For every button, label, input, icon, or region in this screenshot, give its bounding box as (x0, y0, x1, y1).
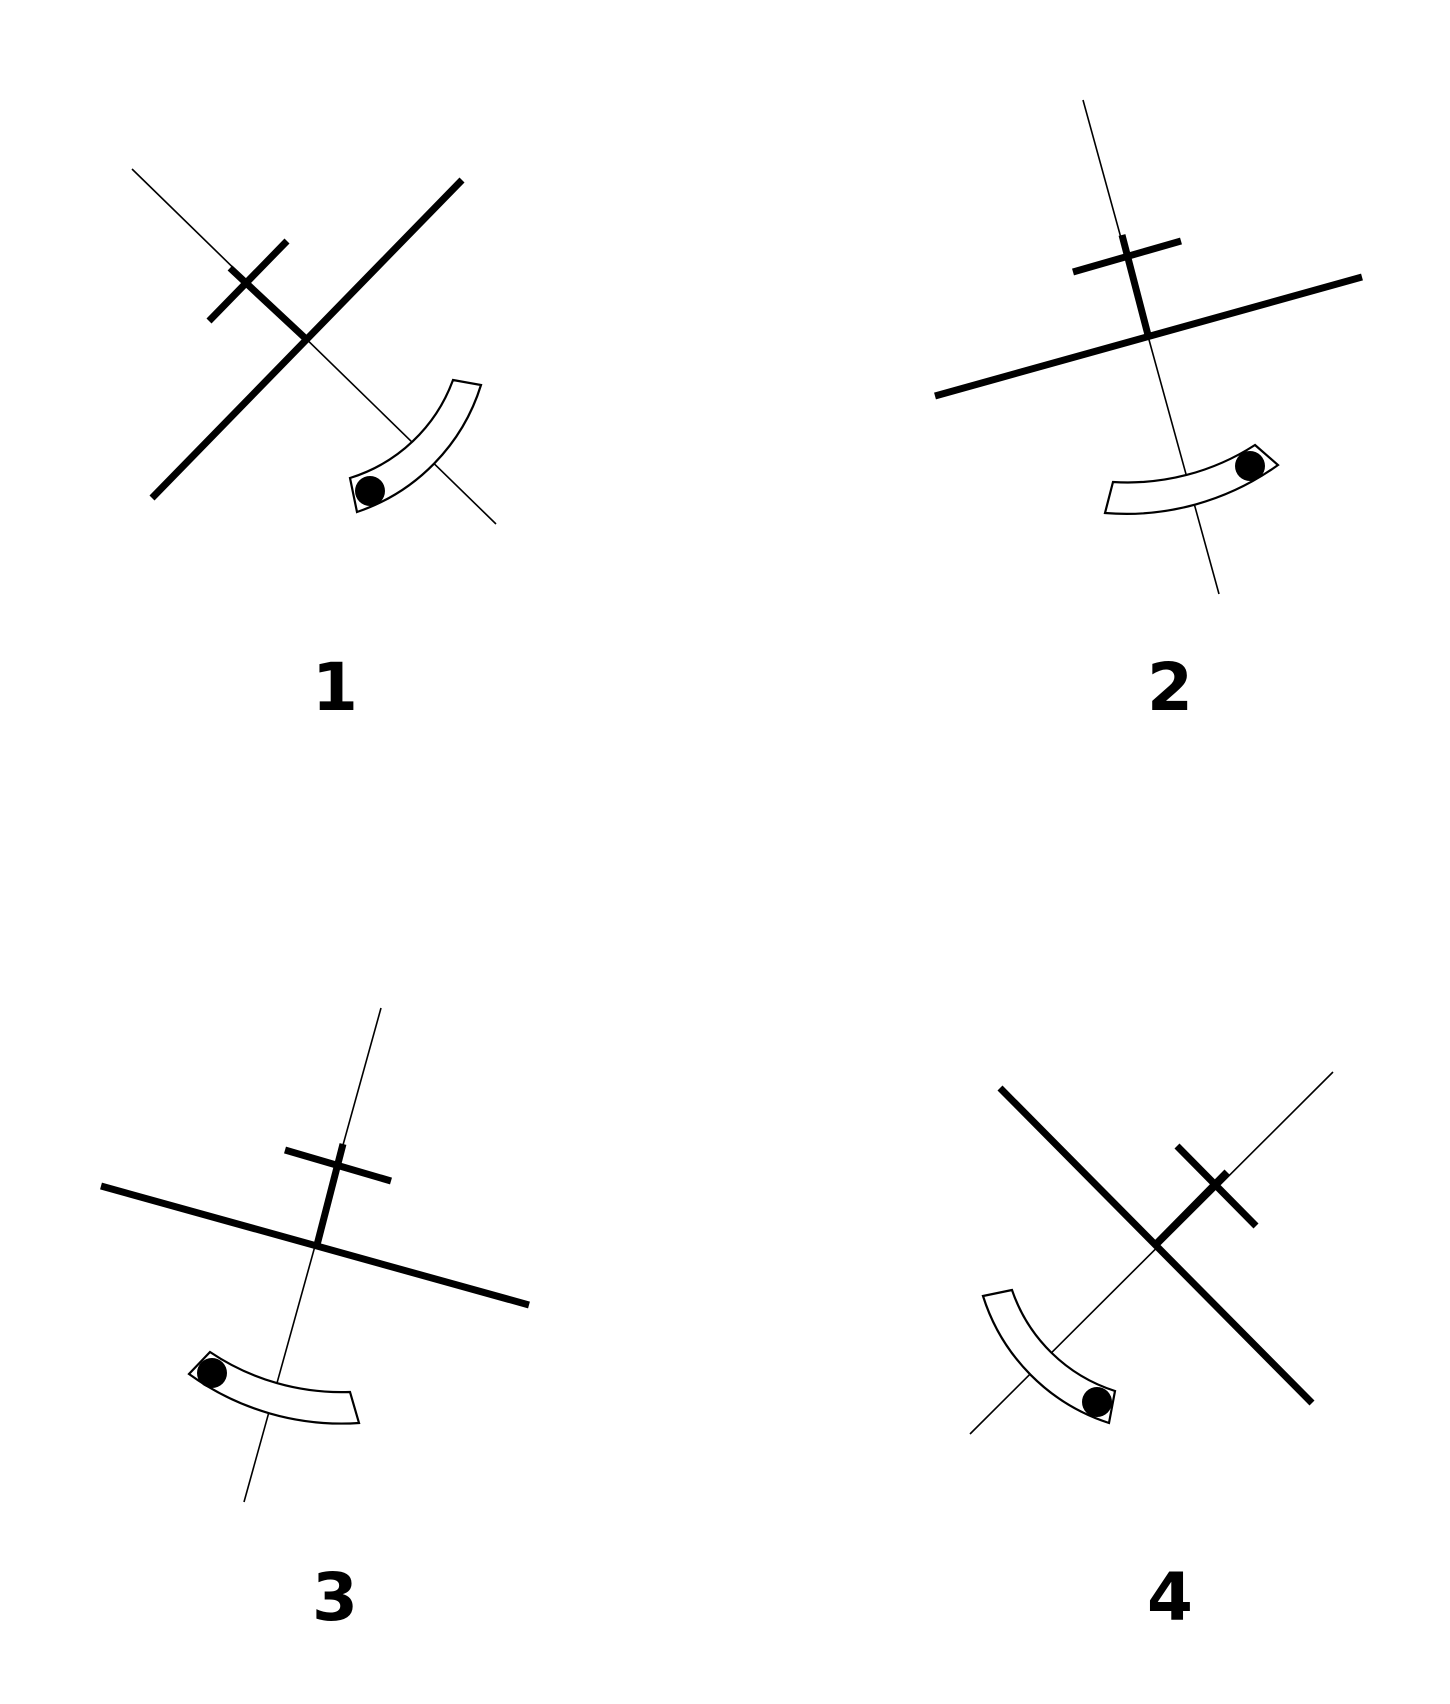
figure-3-axis-line (243, 1007, 382, 1503)
figure-4-ball (1082, 1387, 1112, 1417)
figure-3-main-bar (100, 1182, 530, 1309)
figure-2-stem (1118, 234, 1152, 336)
figure-4-axis-line (969, 1071, 1334, 1435)
figure-1-axis-line (131, 168, 497, 525)
figure-4-cross-bar (1174, 1143, 1259, 1229)
figure-3: 3 (100, 1007, 530, 1636)
figure-4-main-bar (997, 1085, 1315, 1406)
figure-3-ball (197, 1358, 227, 1388)
figure-2-arc-band (1103, 443, 1280, 515)
figure-2-ball (1235, 451, 1265, 481)
figure-1-label: 1 (312, 649, 358, 726)
figure-2: 2 (934, 99, 1363, 726)
figure-3-cross-bar (284, 1146, 392, 1185)
figure-1-stem (227, 265, 308, 341)
figure-1-main-bar (149, 177, 465, 501)
figure-4-label: 4 (1147, 1559, 1193, 1636)
figure-1-cross-bar (206, 238, 290, 324)
figure-1-arc-band (348, 378, 483, 514)
figure-3-label: 3 (312, 1559, 358, 1636)
figure-2-cross-bar (1072, 237, 1182, 276)
figure-2-axis-line (1082, 99, 1220, 595)
figure-2-label: 2 (1147, 649, 1193, 726)
figure-1-ball (355, 476, 385, 506)
figure-1: 1 (131, 168, 497, 726)
figure-3-stem (313, 1143, 347, 1246)
figure-4: 4 (969, 1071, 1334, 1636)
figure-4-arc-band (981, 1288, 1117, 1425)
figure-3-arc-band (187, 1350, 361, 1425)
figure-2-main-bar (934, 273, 1363, 400)
